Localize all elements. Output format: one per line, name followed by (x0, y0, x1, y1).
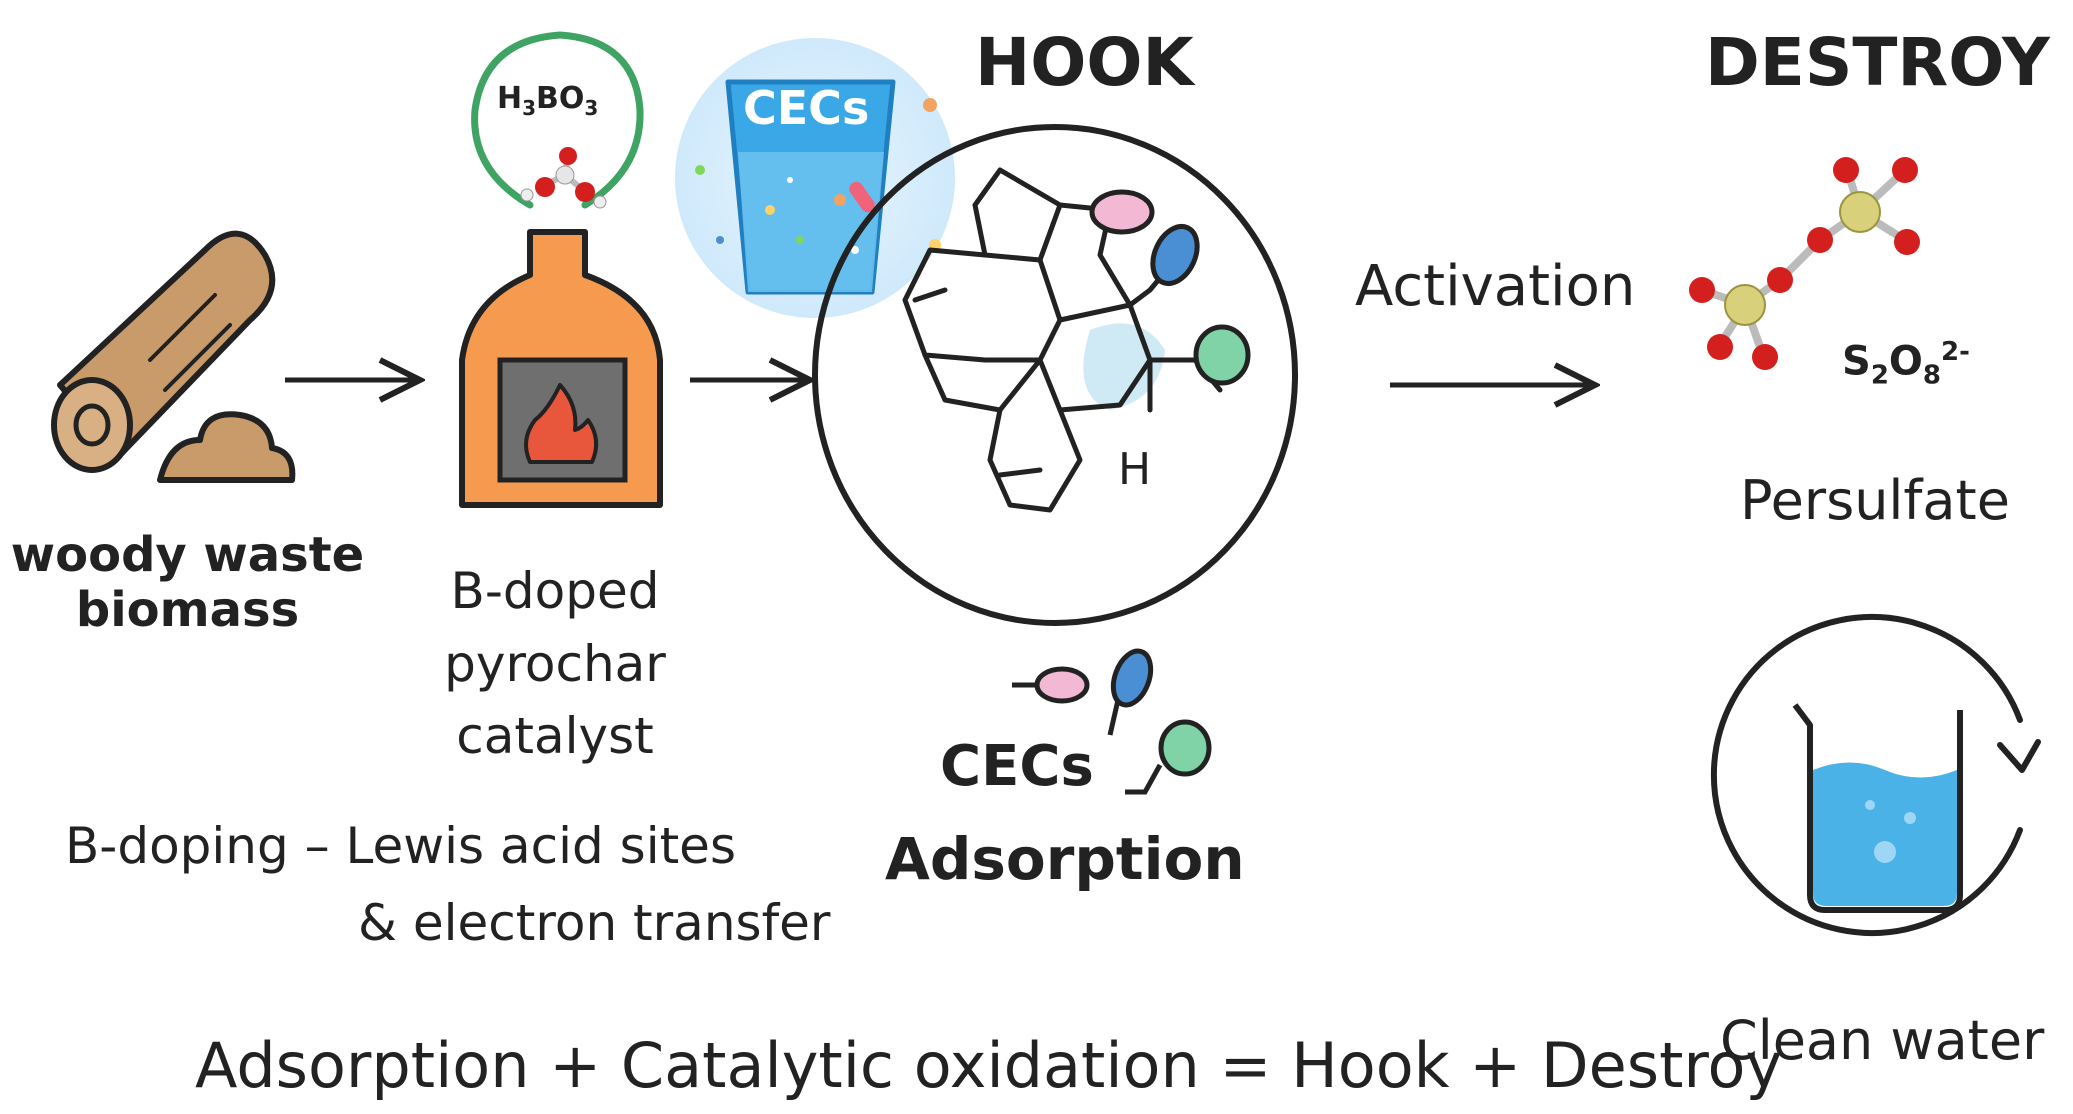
persulfate-molecule-icon (1689, 157, 1920, 370)
boric-acid-molecule-icon (471, 31, 644, 209)
bdoping-line2: & electron transfer (358, 894, 831, 952)
persulfate-label: Persulfate (1740, 469, 2010, 532)
clean-water-label: Clean water (1720, 1009, 2045, 1072)
destroy-heading: DESTROY (1705, 24, 2050, 101)
catalyst-line1: B-doped (450, 562, 660, 620)
sawdust-icon (157, 411, 296, 483)
cecs-cup-label: CECs (743, 81, 870, 135)
hydrogen-label: H (1118, 444, 1152, 495)
woody-waste-label: woody waste biomass (10, 527, 365, 639)
adsorption-circle-icon (812, 124, 1298, 626)
flame-icon (524, 383, 599, 464)
catalyst-line3: catalyst (456, 707, 654, 765)
persulfate-formula: S2O82- (1842, 337, 1970, 391)
furnace-icon (459, 229, 663, 508)
woody-waste-line1: woody waste (10, 527, 365, 583)
cecs-label: CECs (940, 734, 1094, 799)
catalyst-line2: pyrochar (444, 634, 666, 693)
adsorption-label: Adsorption (885, 825, 1245, 893)
cycle-arrow-icon (1710, 614, 2041, 936)
beaker-icon (1792, 703, 1963, 913)
cecs-molecule-icons (1012, 648, 1212, 795)
hook-heading: HOOK (975, 24, 1194, 101)
activation-label: Activation (1355, 254, 1636, 319)
wood-log-icon (51, 230, 276, 473)
woody-waste-line2: biomass (75, 582, 300, 639)
equation-label: Adsorption + Catalytic oxidation = Hook … (195, 1029, 1783, 1102)
bdoping-line1: B-doping – Lewis acid sites (65, 817, 736, 875)
catalyst-label: B-doped pyrochar catalyst (420, 555, 690, 773)
boric-acid-formula: H3BO3 (497, 81, 599, 120)
